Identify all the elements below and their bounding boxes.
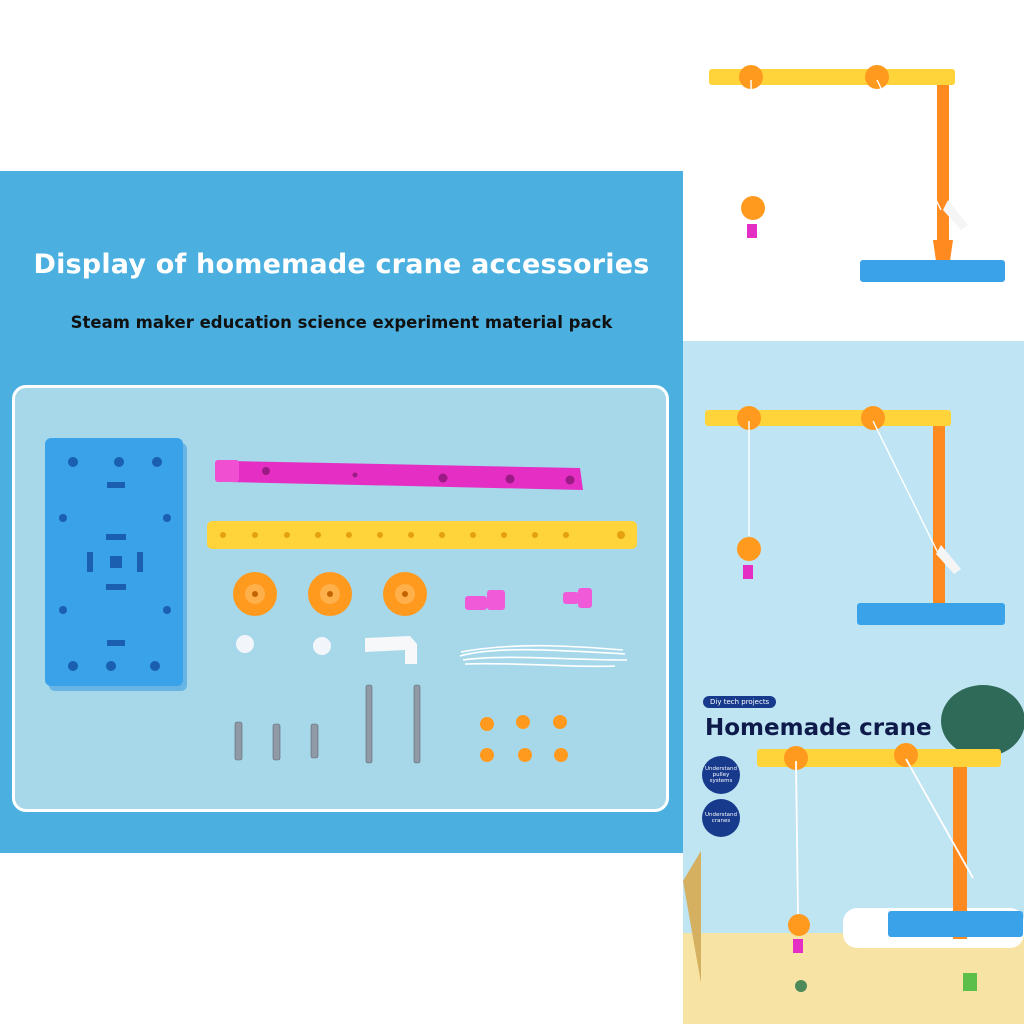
crane-thumbnail-scene[interactable]: Diy tech projects Homemade crane Underst… [683,683,1024,1024]
magenta-arm-part [215,460,583,490]
accessories-illustration [45,438,637,764]
pulley-wheels-part [233,572,427,616]
crane-illustration-1 [709,65,1005,282]
accessories-display-box [12,385,669,812]
magenta-connectors-part [465,588,592,610]
white-hook-part [365,636,417,664]
scene-title: Homemade crane [705,715,932,741]
main-product-panel: Display of homemade crane accessories St… [0,171,683,853]
badge-cranes: Understand cranes [702,799,740,837]
yellow-beam-part [207,521,637,549]
crane-illustration-2 [705,406,1005,625]
crane-thumbnail-blue[interactable] [683,341,1024,683]
stoppers-part [480,715,568,762]
crane-thumbnail-white[interactable] [683,0,1024,341]
crane-scene-illustration [683,685,1024,1024]
main-title: Display of homemade crane accessories [33,249,650,280]
badge-pulley: Understand pulley systems [702,756,740,794]
screws-part [234,684,421,764]
base-plate-part [45,438,187,691]
string-part [459,644,628,668]
main-subtitle: Steam maker education science experiment… [70,313,613,332]
category-tag: Diy tech projects [703,696,777,708]
white-gears-part [236,635,331,655]
